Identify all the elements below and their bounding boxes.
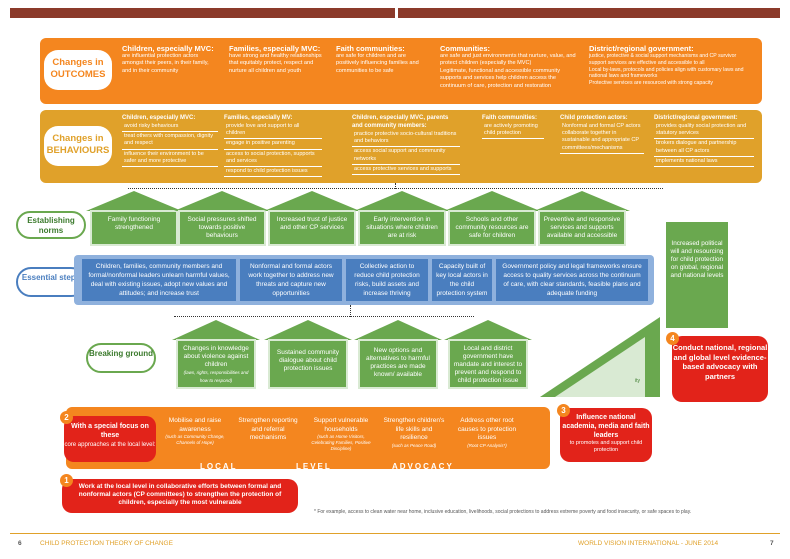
step-box: Children, families, community members an… [82, 259, 236, 301]
house-roof [264, 191, 360, 211]
top-bar-right [398, 8, 780, 18]
local-card: Strengthen reporting and referral mechan… [233, 414, 303, 458]
page-number-right: 7 [770, 540, 774, 547]
ground-house: Local and district government have manda… [448, 339, 528, 389]
panel-influence-national: Influence national academia, media and f… [560, 408, 652, 462]
ground-label: Breaking ground [86, 343, 156, 373]
house-roof [354, 191, 450, 211]
local-card: Support vulnerable households(such as Ho… [306, 414, 376, 458]
level-label: LEVEL [296, 462, 332, 471]
advocacy-label: ADVOCACY [392, 462, 454, 471]
connector-line [395, 183, 396, 189]
norm-house: Preventive and responsive services and s… [538, 210, 626, 246]
number-badge: 4 [666, 332, 679, 345]
norm-house: Increased trust of justice and other CP … [268, 210, 356, 246]
norm-house: Schools and other community resources ar… [448, 210, 536, 246]
behaviour-district: District/regional government: provides q… [654, 114, 754, 168]
behaviour-cp-actors: Child protection actors: Nonformal and f… [560, 114, 644, 154]
footer-left-title: CHILD PROTECTION THEORY OF CHANGE [40, 540, 173, 547]
svg-text:ity: ity [635, 378, 641, 384]
house-roof [86, 191, 182, 211]
ground-house: New options and alternatives to harmful … [358, 339, 438, 389]
footnote: * For example, access to clean water nea… [314, 509, 692, 515]
step-box: Nonformal and formal actors work togethe… [240, 259, 342, 301]
norms-houses: Family functioning strengthened Social p… [86, 191, 666, 246]
norm-house: Social pressures shifted towards positiv… [178, 210, 266, 246]
step-box: Collective action to reduce child protec… [346, 259, 428, 301]
page-number-left: 6 [18, 540, 22, 547]
political-will-box: Increased political will and resourcing … [666, 222, 728, 328]
outcome-children: Children, especially MVC:are influential… [118, 42, 222, 100]
house-roof [174, 191, 270, 211]
local-card: Address other root causes to protection … [452, 414, 522, 458]
top-bar-left [10, 8, 395, 18]
number-badge: 1 [60, 474, 73, 487]
house-roof [444, 191, 540, 211]
local-label: LOCAL [200, 462, 238, 471]
panel-local-work: Work at the local level in collaborative… [62, 479, 298, 513]
house-roof [172, 320, 260, 340]
behaviours-label: Changes in BEHAVIOURS [44, 126, 112, 166]
local-card: Strengthen children's life skills and re… [379, 414, 449, 458]
connector-line [350, 305, 351, 317]
ground-house: Sustained community dialogue about child… [268, 339, 348, 389]
footer-rule [10, 533, 780, 534]
house-roof [354, 320, 442, 340]
panel-national-advocacy: Conduct national, regional and global le… [672, 336, 768, 402]
step-box: Government policy and legal frameworks e… [496, 259, 648, 301]
ground-house: Changes in knowledge about violence agai… [176, 339, 256, 389]
norm-house: Early intervention in situations where c… [358, 210, 446, 246]
footer-right-title: WORLD VISION INTERNATIONAL - JUNE 2014 [578, 540, 719, 547]
number-badge: 3 [557, 404, 570, 417]
step-box: Capacity built of key local actors in th… [432, 259, 492, 301]
outcome-families: Families, especially MVC:have strong and… [225, 42, 329, 100]
house-roof [534, 191, 630, 211]
connector-line [174, 316, 474, 317]
outcome-faith: Faith communities:are safe for children … [332, 42, 432, 100]
outcomes-label: Changes in OUTCOMES [44, 50, 112, 90]
number-badge: 2 [60, 411, 73, 424]
behaviour-families: Families, especially MV: provide love an… [224, 114, 322, 178]
outcome-district: District/regional government:justice, pr… [585, 42, 757, 100]
behaviour-faith: Faith communities: are actively promotin… [482, 114, 544, 140]
norms-label: Establishing norms [16, 211, 86, 239]
norm-house: Family functioning strengthened [90, 210, 178, 246]
local-card: Mobilise and raise awareness(such as Com… [160, 414, 230, 458]
behaviour-children: Children, especially MVC: avoid risky be… [122, 114, 218, 168]
house-roof [444, 320, 532, 340]
outcome-communities: Communities:are safe and just environmen… [436, 42, 582, 100]
house-roof [264, 320, 352, 340]
behaviour-community: Children, especially MVC, parents and co… [352, 114, 460, 176]
ground-ramp-graphic: ity [540, 317, 660, 397]
